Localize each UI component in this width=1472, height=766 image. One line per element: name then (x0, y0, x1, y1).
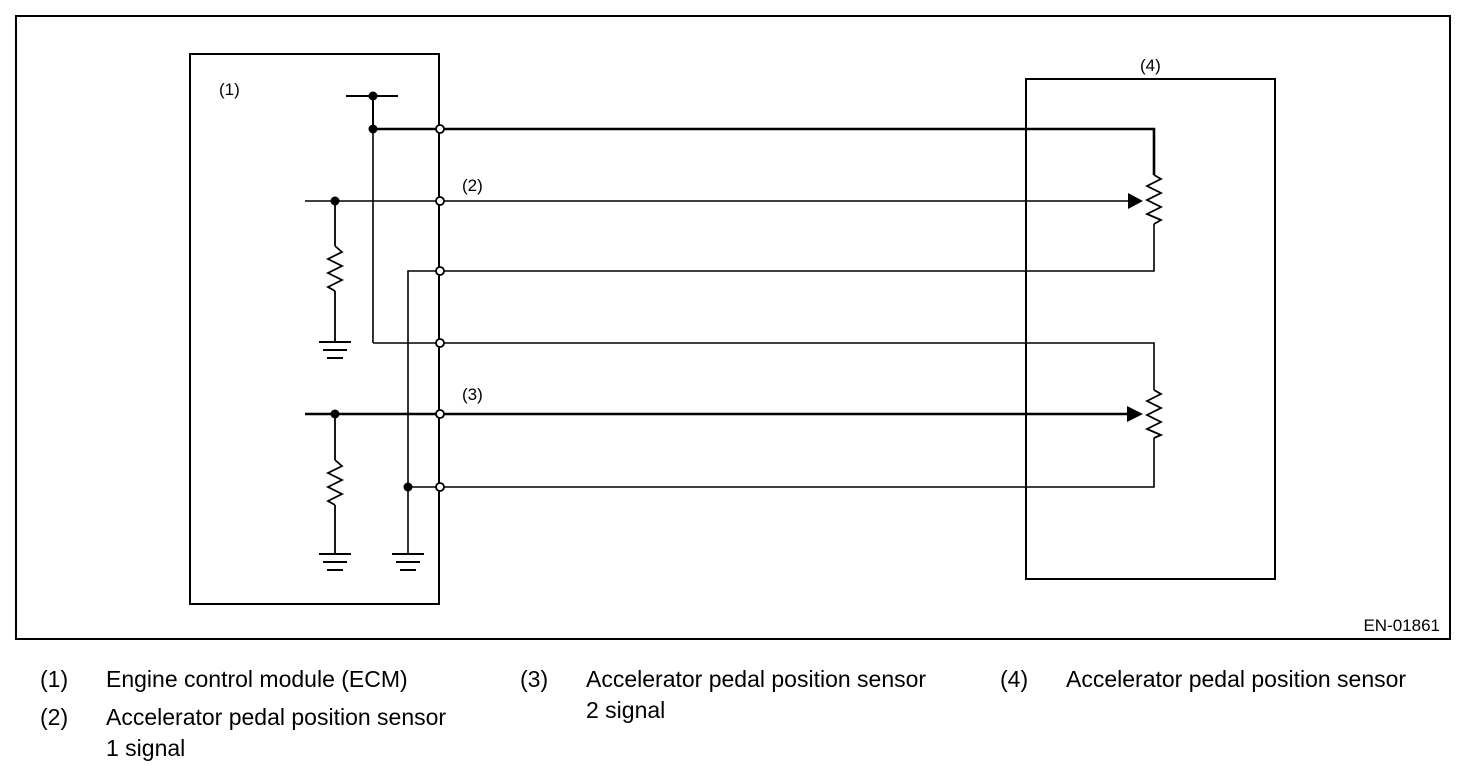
label-ecm: (1) (219, 80, 240, 99)
diagram-frame (15, 15, 1451, 640)
ground-icon (319, 341, 351, 359)
figure-code: EN-01861 (1363, 616, 1440, 635)
legend-text: Accelerator pedal position sensor 2 sign… (586, 666, 927, 723)
wire-sensor2-ground (408, 438, 1155, 488)
legend-number: (3) (520, 666, 549, 692)
wire-signal-1 (305, 193, 1143, 209)
ground-icon (392, 553, 424, 571)
legend-number: (4) (1000, 666, 1029, 692)
connector-terminals (435, 124, 445, 492)
wiring-diagram: (1) (2) (3) (4) EN-01861 (15, 15, 1451, 640)
wire-sensor2-supply (440, 342, 1155, 390)
label-signal-1: (2) (462, 176, 483, 195)
legend-number: (2) (40, 704, 69, 730)
potentiometer-1 (1144, 174, 1164, 225)
label-signal-2: (3) (462, 385, 483, 404)
legend-text: Accelerator pedal position sensor (1066, 666, 1407, 692)
wire-sensor1-supply (373, 127, 1156, 175)
junction-dots (330, 91, 413, 492)
legend-text: Accelerator pedal position sensor 1 sign… (106, 704, 447, 761)
ground-icon (319, 553, 351, 571)
wire-signal-2 (305, 406, 1143, 422)
wire-sensor1-ground (407, 224, 1155, 553)
pulldown-resistor-2 (325, 414, 345, 553)
pulldown-resistor-1 (325, 201, 345, 341)
legend-number: (1) (40, 666, 69, 692)
label-sensor: (4) (1140, 56, 1161, 75)
potentiometer-2 (1144, 389, 1164, 439)
sensor-box (1025, 78, 1276, 580)
legend-text: Engine control module (ECM) (106, 666, 408, 692)
power-supply (346, 95, 440, 344)
ecm-box (189, 53, 440, 605)
